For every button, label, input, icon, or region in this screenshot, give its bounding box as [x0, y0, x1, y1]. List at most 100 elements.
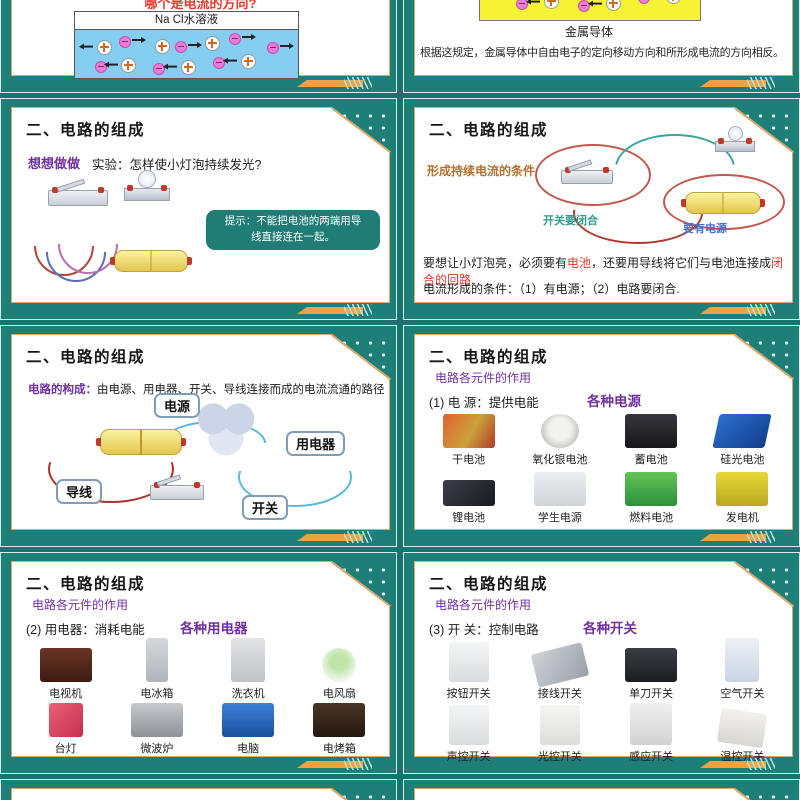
bottom-orange-bar: [297, 307, 363, 314]
item-label: 锂电池: [452, 512, 486, 524]
item-label: 单刀开关: [629, 688, 674, 700]
conditions-subtitle: 形成持续电流的条件: [427, 164, 536, 178]
slide-title: 二、电路的组成: [26, 122, 146, 139]
conditions-sentence: 要想让小灯泡亮，必须要有电池，还要用导线将它们与电池连接成闭合的回路.: [423, 254, 790, 288]
slide-card: 二、电路的组成 想想做做 实验：怎样使小灯泡持续发光? 提示：不能把电池的两端用…: [11, 107, 390, 303]
wire-arc-icon: [58, 244, 118, 274]
bulb-glass-icon: [727, 126, 743, 141]
sensor-switch-photo: [630, 703, 673, 745]
section-label: 电路各元件的作用: [435, 371, 532, 385]
battery-icon: [681, 192, 765, 214]
bulb-base-icon: [715, 138, 755, 152]
bottom-orange-bar: [700, 80, 766, 87]
item-label: 台灯: [54, 743, 77, 755]
arrow-icon: [530, 1, 540, 3]
storage-battery-photo: [625, 414, 678, 448]
dry-battery-photo: [442, 414, 495, 448]
tip-box: 提示：不能把电池的两端用导 线直接连在一起。: [206, 210, 380, 250]
composition-lead-text: 由电源、用电器、开关、导线连接而成的电流流通的路径: [97, 384, 385, 396]
arrow-icon: [188, 42, 202, 47]
switch-closed-label: 开关要闭合: [543, 215, 598, 227]
grid-item: 燃料电池: [606, 469, 697, 527]
grid-item: 蓄电池: [606, 411, 697, 469]
negative-ion-icon: [229, 33, 241, 45]
slide-card: 哪个是电流的方向? Na Cl水溶液: [11, 0, 390, 79]
positive-ion-icon: [666, 0, 681, 4]
battery-highlight-ellipse: [663, 174, 785, 230]
item-label: 电烤箱: [322, 743, 356, 755]
bottom-orange-bar: [700, 534, 766, 541]
knife-switch-photo: [625, 648, 678, 682]
slide-thumbnail-solution[interactable]: 哪个是电流的方向? Na Cl水溶液: [0, 0, 397, 93]
slide-title: 二、电路的组成: [26, 349, 146, 366]
item-label: 微波炉: [140, 743, 174, 755]
section-label: 电路各元件的作用: [32, 598, 129, 612]
grid-item: 接线开关: [514, 638, 605, 703]
hatch-decoration: [344, 304, 372, 316]
computer-photo: [222, 703, 275, 737]
switches-variety-label: 各种开关: [583, 621, 637, 636]
wiring-switch-photo: [530, 642, 590, 688]
slide-thumbnail-next-right[interactable]: [403, 779, 800, 800]
solar-cell-photo: [712, 414, 772, 448]
grid-item: 电脑: [203, 703, 294, 758]
positive-ion-icon: [97, 40, 112, 55]
power-sources-grid: 干电池 氧化银电池 蓄电池 硅光电池 锂电池 学生电源 燃料电池 发电机: [423, 411, 788, 527]
hatch-decoration: [747, 531, 775, 543]
nacl-solution-label: Na Cl水溶液: [74, 11, 299, 30]
arrow-icon: [108, 64, 118, 66]
microwave-photo: [130, 703, 183, 737]
grid-item: 干电池: [423, 411, 514, 469]
desk-lamp-photo: [48, 703, 83, 737]
light-switch-photo: [539, 705, 580, 745]
positive-ion-icon: [241, 54, 256, 69]
slide-thumbnail-power-sources[interactable]: 二、电路的组成 电路各元件的作用 (1) 电 源：提供电能 各种电源 干电池 氧…: [403, 325, 800, 547]
grid-item: 空气开关: [697, 638, 788, 703]
think-do-tag: 想想做做: [28, 156, 81, 171]
grid-item: 声控开关: [423, 703, 514, 766]
item-label: 电视机: [49, 688, 83, 700]
corner-dots-decoration: [332, 788, 390, 800]
grid-item: 洗衣机: [203, 638, 294, 703]
grid-item: 发电机: [697, 469, 788, 527]
lithium-battery-photo: [442, 480, 495, 506]
solution-liquid-area: [74, 30, 299, 79]
slide-thumbnail-experiment[interactable]: 二、电路的组成 想想做做 实验：怎样使小灯泡持续发光? 提示：不能把电池的两端用…: [0, 98, 397, 320]
positive-ion-icon: [155, 39, 170, 54]
bottom-orange-bar: [700, 761, 766, 768]
slide-thumbnail-appliances[interactable]: 二、电路的组成 电路各元件的作用 (2) 用电器：消耗电能 各种用电器 电视机 …: [0, 552, 397, 774]
power-lead: (1) 电 源：提供电能: [429, 396, 539, 410]
power-callout: 电源: [154, 393, 201, 418]
arrow-icon: [280, 43, 294, 48]
item-label: 发电机: [725, 512, 759, 524]
item-label: 蓄电池: [634, 454, 668, 466]
slide-thumbnail-conditions[interactable]: 二、电路的组成 形成持续电流的条件 开关要闭合 要有电源 要想让小灯泡亮，必须要…: [403, 98, 800, 320]
switch-icon: [48, 178, 108, 206]
switch-lever-icon: [56, 178, 86, 193]
wires-bundle-icon: [34, 212, 124, 286]
grid-item: 电风扇: [294, 638, 385, 703]
negative-ion-icon: [267, 42, 279, 54]
hatch-decoration: [747, 758, 775, 770]
composition-lead: 电路的构成：由电源、用电器、开关、导线连接而成的电流流通的路径: [28, 381, 385, 397]
slide-thumbnail-next-left[interactable]: [0, 779, 397, 800]
oven-photo: [313, 703, 366, 737]
slide-thumbnail-conductor[interactable]: 金属导体 根据这规定，金属导体中自由电子的定向移动方向和所形成电流的方向相反。: [403, 0, 800, 93]
push-button-switch-photo: [448, 642, 489, 682]
bottom-orange-bar: [700, 307, 766, 314]
slide-thumbnail-composition[interactable]: 二、电路的组成 电路的构成：由电源、用电器、开关、导线连接而成的电流流通的路径 …: [0, 325, 397, 547]
bottom-orange-bar: [297, 761, 363, 768]
item-label: 氧化银电池: [532, 454, 588, 466]
tip-line-2: 线直接连在一起。: [251, 230, 335, 243]
current-direction-question: 哪个是电流的方向?: [144, 0, 257, 11]
hatch-decoration: [747, 77, 775, 89]
sound-switch-photo: [448, 705, 489, 745]
slide-thumbnail-switches[interactable]: 二、电路的组成 电路各元件的作用 (3) 开 关：控制电路 各种开关 按钮开关 …: [403, 552, 800, 774]
wire-callout: 导线: [56, 479, 103, 504]
grid-item: 电冰箱: [111, 638, 202, 703]
arrow-icon: [167, 66, 177, 68]
slide-title: 二、电路的组成: [429, 122, 549, 139]
item-label: 学生电源: [537, 512, 582, 524]
arrow-icon: [227, 60, 237, 62]
